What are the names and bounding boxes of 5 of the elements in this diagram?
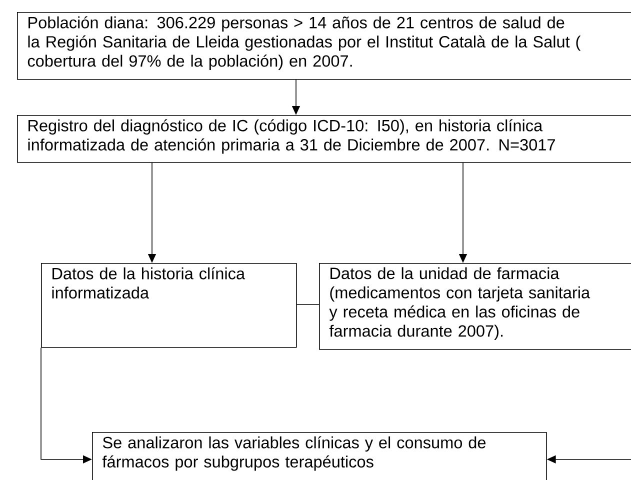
process-box: Población diana: 306.229 personas > 14 años de 21 centros de salud de la Región Sanitaria de Lleida gestionadas por el Institut Català de la Salut ( cobertura del 97% de la población) en 2007. (17, 12, 631, 80)
data-box: Datos de la unidad de farmacia (medicamentos con tarjeta sanitaria y receta médica en las oficinas de farmacia durante 2007). (319, 263, 631, 350)
data-box: Datos de la historia clínica informatizada (41, 263, 297, 348)
result-box: Se analizaron las variables clínicas y el consumo de fármacos por subgrupos terapéuticos (92, 432, 547, 480)
process-box: Registro del diagnóstico de IC (código ICD-10: I50), en historia clínica informatizada de atención primaria a 31 de Diciembre de 2007. N=3017 (17, 115, 631, 163)
